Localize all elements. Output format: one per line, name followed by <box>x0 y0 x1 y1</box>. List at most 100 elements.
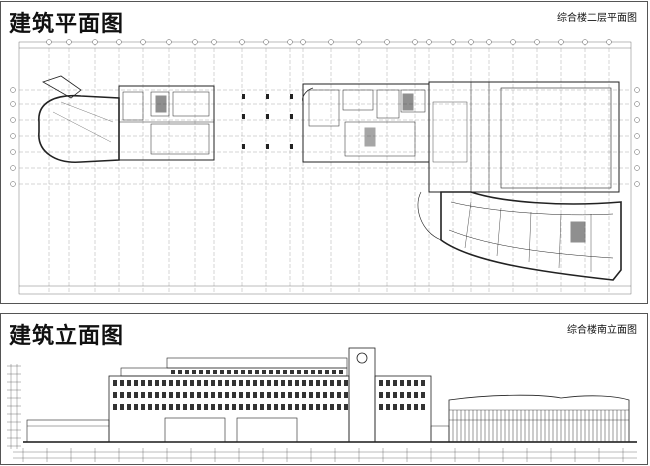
grid-bubble <box>606 39 612 45</box>
window <box>344 392 348 398</box>
window <box>218 392 222 398</box>
grid-bubble <box>192 39 198 45</box>
grid-bubble <box>46 39 52 45</box>
grid-bubble <box>10 149 16 155</box>
window <box>260 380 264 386</box>
window <box>120 380 124 386</box>
window <box>234 370 238 374</box>
window <box>176 404 180 410</box>
grid-bubble <box>92 39 98 45</box>
window <box>267 392 271 398</box>
window <box>302 404 306 410</box>
window <box>155 380 159 386</box>
window <box>386 404 390 410</box>
window <box>262 370 266 374</box>
window <box>127 392 131 398</box>
window <box>400 392 404 398</box>
window <box>190 392 194 398</box>
window <box>407 404 411 410</box>
window <box>400 404 404 410</box>
window <box>386 380 390 386</box>
floor-plan-panel: 建筑平面图 综合楼二层平面图 <box>0 1 648 304</box>
grid-bubble <box>634 133 640 139</box>
window <box>211 392 215 398</box>
grid-bubble <box>300 39 306 45</box>
grid-bubble <box>10 87 16 93</box>
window <box>337 392 341 398</box>
window <box>414 392 418 398</box>
window <box>176 380 180 386</box>
window <box>288 404 292 410</box>
window <box>148 392 152 398</box>
grid-bubble <box>116 39 122 45</box>
window <box>281 404 285 410</box>
window <box>225 392 229 398</box>
grid-bubble <box>412 39 418 45</box>
window <box>421 404 425 410</box>
window <box>421 392 425 398</box>
window <box>337 380 341 386</box>
window <box>197 404 201 410</box>
window <box>337 404 341 410</box>
window <box>393 392 397 398</box>
grid-bubble <box>426 39 432 45</box>
window <box>246 380 250 386</box>
window <box>295 392 299 398</box>
window <box>148 404 152 410</box>
window <box>239 380 243 386</box>
window <box>197 392 201 398</box>
window <box>227 370 231 374</box>
grid-bubble <box>634 149 640 155</box>
window <box>185 370 189 374</box>
window <box>332 370 336 374</box>
window <box>183 380 187 386</box>
window <box>309 404 313 410</box>
window <box>297 370 301 374</box>
grid-bubble <box>634 165 640 171</box>
window <box>162 380 166 386</box>
grid-bubble <box>287 39 293 45</box>
window <box>220 370 224 374</box>
window <box>253 392 257 398</box>
window <box>323 392 327 398</box>
window <box>379 380 383 386</box>
elevation-title: 建筑立面图 <box>9 324 125 349</box>
window <box>134 380 138 386</box>
window <box>141 380 145 386</box>
grid-bubble <box>634 101 640 107</box>
window <box>225 380 229 386</box>
connector-elevation <box>430 425 450 443</box>
window <box>171 370 175 374</box>
elevation-level-ticks <box>7 365 624 462</box>
window <box>199 370 203 374</box>
window <box>274 380 278 386</box>
window <box>288 380 292 386</box>
window <box>414 380 418 386</box>
window <box>295 404 299 410</box>
window <box>232 404 236 410</box>
window <box>400 380 404 386</box>
window <box>323 404 327 410</box>
window <box>204 404 208 410</box>
window <box>232 380 236 386</box>
window <box>190 404 194 410</box>
right-wing-plan <box>417 81 622 281</box>
grid-bubble <box>384 39 390 45</box>
window <box>281 392 285 398</box>
window <box>339 370 343 374</box>
floor-plan-drawing <box>10 39 640 295</box>
window <box>155 404 159 410</box>
window <box>183 392 187 398</box>
window <box>318 370 322 374</box>
window <box>421 380 425 386</box>
grid-bubble <box>10 181 16 187</box>
window <box>162 392 166 398</box>
window <box>393 404 397 410</box>
grid-bubble <box>468 39 474 45</box>
window <box>253 404 257 410</box>
window <box>155 392 159 398</box>
window <box>134 392 138 398</box>
window <box>190 380 194 386</box>
window <box>225 404 229 410</box>
window <box>206 370 210 374</box>
